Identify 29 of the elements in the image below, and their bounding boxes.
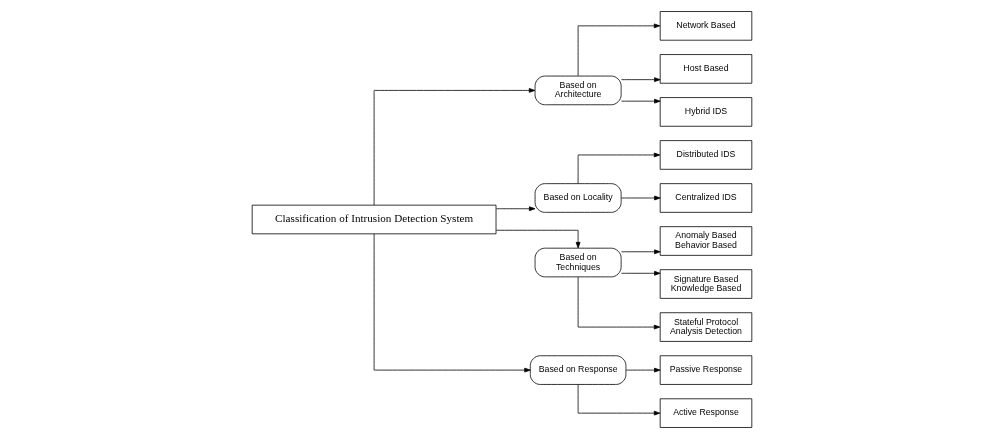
node-box: Host Based	[659, 54, 752, 84]
node-box: Distributed IDS	[659, 140, 752, 170]
arrow	[625, 367, 660, 373]
arrow	[620, 195, 660, 201]
arrow	[495, 229, 580, 249]
node-box: Centralized IDS	[659, 183, 752, 213]
arrow	[373, 88, 535, 206]
node-box: Active Response	[659, 398, 752, 428]
arrow	[620, 77, 660, 82]
arrow	[577, 23, 660, 77]
arrow	[620, 98, 660, 104]
arrow	[620, 270, 660, 276]
node-box: Based on Locality	[534, 183, 622, 213]
arrow	[373, 233, 531, 373]
node-box: Stateful Protocol Analysis Detection	[659, 312, 752, 342]
node-box: Based on Response	[529, 355, 626, 385]
node-box: Signature Based Knowledge Based	[659, 269, 752, 299]
arrow	[577, 276, 660, 330]
node-box: Based on Techniques	[534, 247, 622, 278]
arrow	[495, 206, 535, 212]
arrow	[577, 152, 660, 184]
node-box: Passive Response	[659, 355, 752, 385]
node-box: Anomaly Based Behavior Based	[659, 226, 752, 256]
arrow	[620, 249, 660, 255]
node-box: Based on Architecture	[534, 75, 622, 106]
node-box: Network Based	[659, 11, 752, 41]
node-box: Classification of Intrusion Detection System	[251, 204, 496, 235]
arrow	[577, 384, 660, 416]
node-box: Hybrid IDS	[659, 97, 752, 127]
